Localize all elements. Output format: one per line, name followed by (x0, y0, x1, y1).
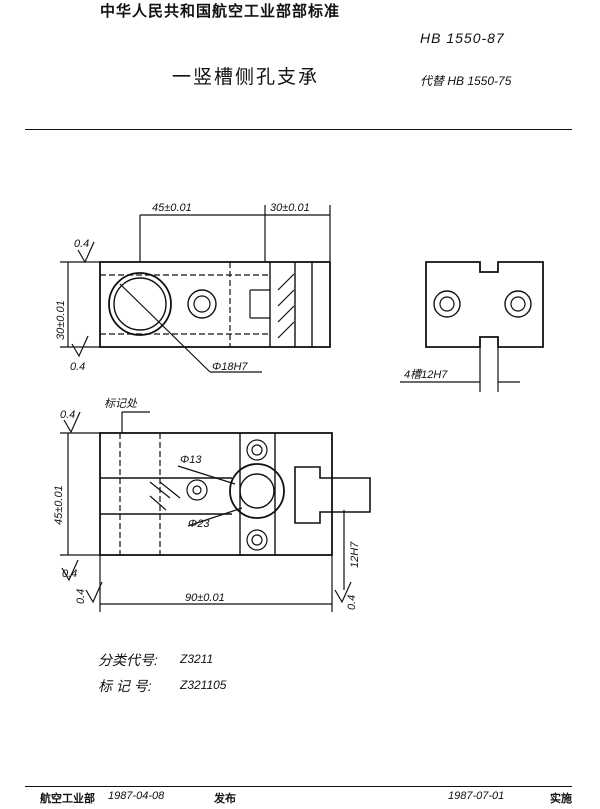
side-hole-inner (193, 295, 211, 313)
footer-issue-word: 发布 (214, 793, 236, 805)
footer-effective-date: 1987-07-01 (448, 790, 505, 802)
roughness-symbol (77, 241, 95, 264)
side-hole-inner (251, 534, 263, 546)
mark-hatch (149, 481, 181, 511)
dia-23-label: Φ23 (188, 518, 210, 530)
dim-45-vertical: 45±0.01 (53, 485, 65, 525)
leader-line (177, 465, 236, 485)
issuer-header: 中华人民共和国航空工业部部标准 (100, 3, 341, 20)
roughness-symbol (61, 559, 79, 582)
footer-rule (25, 786, 572, 787)
dia-18-label: Φ18H7 (212, 361, 248, 373)
slot-label: 4槽12H7 (404, 368, 448, 381)
roughness-value: 0.4 (74, 238, 89, 250)
header-rule (25, 129, 572, 130)
dim-45: 45±0.01 (152, 202, 192, 214)
footer-issuer: 航空工业部 (40, 793, 95, 805)
roughness-symbol (334, 581, 352, 604)
standard-number: HB 1550-87 (420, 30, 505, 46)
roughness-symbol (63, 411, 81, 434)
side-hole-outer (504, 290, 532, 318)
footer-effective-word: 实施 (550, 793, 572, 805)
front-view (60, 205, 331, 373)
replaces-standard: 代替 HB 1550-75 (420, 74, 512, 88)
hole-13-center (192, 485, 202, 495)
side-view (400, 261, 544, 392)
side-hole-outer (187, 289, 217, 319)
side-hole-outer (433, 290, 461, 318)
roughness-value: 0.4 (75, 589, 87, 604)
roughness-value: 0.4 (70, 361, 85, 373)
dim-30-vertical: 30±0.01 (55, 300, 67, 340)
classification-value: Z3211 (180, 652, 214, 666)
bore-23-outer (229, 463, 285, 519)
hole-13 (186, 479, 208, 501)
roughness-value: 0.4 (60, 409, 75, 421)
dia-13-label: Φ13 (180, 454, 202, 466)
bore-inner-circle (113, 277, 167, 331)
roughness-value: 0.4 (62, 568, 77, 580)
key-projection (294, 466, 371, 524)
leader-line (119, 283, 211, 373)
front-view-outline (99, 261, 331, 348)
mark-location-label: 标记处 (104, 397, 138, 410)
roughness-symbol (71, 335, 89, 358)
side-hole-outer (246, 529, 268, 551)
plan-view-outline (99, 432, 333, 556)
footer-issue-date: 1987-04-08 (108, 790, 165, 802)
classification-label: 分类代号: (98, 652, 158, 668)
section-hatch (277, 273, 295, 339)
side-hole-outer (246, 439, 268, 461)
bore-outer-circle (108, 272, 172, 336)
slot-notch (249, 289, 270, 319)
leader-line (187, 507, 243, 527)
mark-number-label: 标 记 号: (98, 678, 152, 694)
bore-23-inner (239, 473, 275, 509)
document-title: 一竖槽侧孔支承 (172, 67, 320, 88)
roughness-value: 0.4 (346, 595, 358, 610)
plan-view (60, 411, 371, 612)
dim-30-horizontal: 30±0.01 (270, 202, 310, 214)
side-hole-inner (510, 296, 526, 312)
dim-90: 90±0.01 (185, 592, 225, 604)
mark-number-value: Z321105 (180, 678, 227, 692)
dim-12h7: 12H7 (349, 541, 361, 568)
side-hole-inner (251, 444, 263, 456)
side-hole-inner (439, 296, 455, 312)
roughness-symbol (85, 581, 103, 604)
